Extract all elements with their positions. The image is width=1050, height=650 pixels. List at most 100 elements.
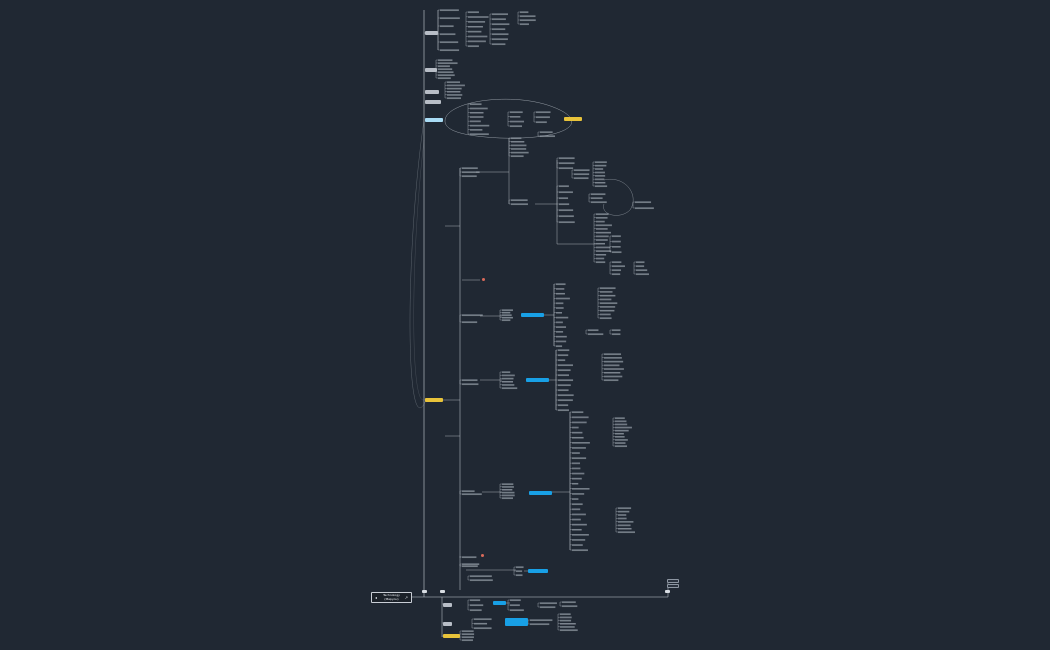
leaf-topic[interactable] xyxy=(502,387,518,389)
leaf-topic[interactable] xyxy=(462,563,480,565)
leaf-topic[interactable] xyxy=(511,151,529,153)
leaf-topic[interactable] xyxy=(615,417,625,419)
leaf-topic[interactable] xyxy=(635,207,654,209)
leaf-topic[interactable] xyxy=(618,521,634,523)
leaf-topic[interactable] xyxy=(596,213,609,215)
leaf-topic[interactable] xyxy=(559,167,574,169)
leaf-topic[interactable] xyxy=(558,354,569,356)
leaf-topic[interactable] xyxy=(636,265,645,267)
leaf-topic[interactable] xyxy=(510,111,523,113)
leaf-topic[interactable] xyxy=(572,452,580,454)
leaf-topic[interactable] xyxy=(591,201,607,203)
leaf-topic[interactable] xyxy=(468,35,488,37)
leaf-topic[interactable] xyxy=(574,169,590,171)
leaf-topic[interactable] xyxy=(596,261,606,263)
leaf-topic[interactable] xyxy=(558,379,574,381)
topic-yellow-1[interactable] xyxy=(564,117,582,121)
leaf-topic[interactable] xyxy=(595,161,607,163)
leaf-topic[interactable] xyxy=(438,65,450,67)
leaf-topic[interactable] xyxy=(618,507,632,509)
leaf-topic[interactable] xyxy=(470,129,483,131)
leaf-topic[interactable] xyxy=(438,59,453,61)
leaf-topic[interactable] xyxy=(556,326,567,328)
leaf-topic[interactable] xyxy=(556,292,565,295)
leaf-topic[interactable] xyxy=(502,377,514,379)
leaf-topic[interactable] xyxy=(559,162,575,164)
leaf-topic[interactable] xyxy=(572,488,590,490)
leaf-topic[interactable] xyxy=(511,144,527,146)
leaf-topic[interactable] xyxy=(462,493,482,495)
leaf-topic[interactable] xyxy=(462,556,477,558)
leaf-topic[interactable] xyxy=(596,228,608,230)
leaf-topic[interactable] xyxy=(572,513,586,515)
leaf-topic[interactable] xyxy=(612,269,622,271)
leaf-topic[interactable] xyxy=(596,257,605,259)
leaf-topic[interactable] xyxy=(595,181,606,184)
leaf-topic[interactable] xyxy=(572,493,585,495)
leaf-topic[interactable] xyxy=(556,302,564,304)
leaf-topic[interactable] xyxy=(572,477,582,479)
leaf-topic[interactable] xyxy=(612,235,621,237)
leaf-topic[interactable] xyxy=(520,19,536,21)
leaf-topic[interactable] xyxy=(600,313,611,315)
leaf-topic[interactable] xyxy=(540,135,556,137)
leaf-topic[interactable] xyxy=(556,340,567,342)
leaf-topic[interactable] xyxy=(615,426,632,428)
leaf-topic[interactable] xyxy=(615,420,627,422)
topic-blue-6[interactable] xyxy=(505,618,528,626)
leaf-topic[interactable] xyxy=(556,335,567,337)
leaf-topic[interactable] xyxy=(502,483,514,485)
leaf-topic[interactable] xyxy=(572,544,583,546)
leaf-topic[interactable] xyxy=(540,602,557,604)
leaf-topic[interactable] xyxy=(468,16,489,18)
leaf-topic[interactable] xyxy=(468,11,479,13)
leaf-topic[interactable] xyxy=(618,524,631,526)
topic-grey-3[interactable] xyxy=(425,90,439,94)
root-topic[interactable]: ◂ Technology (Mapyou) ↗ xyxy=(371,592,412,603)
leaf-topic[interactable] xyxy=(615,442,626,444)
leaf-topic[interactable] xyxy=(447,84,465,86)
leaf-topic[interactable] xyxy=(600,298,612,300)
leaf-topic[interactable] xyxy=(462,383,479,385)
leaf-topic[interactable] xyxy=(440,25,454,27)
leaf-topic[interactable] xyxy=(572,442,590,444)
leaf-topic[interactable] xyxy=(556,283,566,285)
leaf-topic[interactable] xyxy=(618,531,636,533)
leaf-topic[interactable] xyxy=(511,137,522,139)
leaf-topic[interactable] xyxy=(462,636,474,638)
leaf-topic[interactable] xyxy=(612,265,625,267)
leaf-topic[interactable] xyxy=(510,604,520,606)
leaf-topic[interactable] xyxy=(502,311,511,313)
leaf-topic[interactable] xyxy=(492,23,510,25)
leaf-topic[interactable] xyxy=(558,359,566,361)
leaf-topic[interactable] xyxy=(520,23,529,25)
leaf-topic[interactable] xyxy=(562,605,578,607)
leaf-topic[interactable] xyxy=(468,45,479,47)
leaf-topic[interactable] xyxy=(574,177,589,179)
leaf-topic[interactable] xyxy=(516,566,524,568)
leaf-topic[interactable] xyxy=(559,191,573,193)
leaf-topic[interactable] xyxy=(591,197,603,199)
leaf-topic[interactable] xyxy=(612,240,621,242)
leaf-topic[interactable] xyxy=(591,193,606,195)
leaf-topic[interactable] xyxy=(595,175,606,177)
leaf-topic[interactable] xyxy=(558,394,574,396)
leaf-topic[interactable] xyxy=(438,74,455,76)
leaf-topic[interactable] xyxy=(530,623,550,625)
topic-blue-5[interactable] xyxy=(493,601,506,605)
leaf-topic[interactable] xyxy=(447,87,462,89)
leaf-topic[interactable] xyxy=(572,518,581,520)
leaf-topic[interactable] xyxy=(502,494,515,496)
leaf-topic[interactable] xyxy=(520,15,536,17)
leaf-topic[interactable] xyxy=(540,606,556,608)
leaf-topic[interactable] xyxy=(510,125,523,127)
leaf-topic[interactable] xyxy=(636,273,649,275)
leaf-topic[interactable] xyxy=(559,215,574,217)
leaf-topic[interactable] xyxy=(511,141,525,143)
leaf-topic[interactable] xyxy=(510,609,524,611)
leaf-topic[interactable] xyxy=(474,622,488,624)
leaf-topic[interactable] xyxy=(572,462,581,464)
leaf-topic[interactable] xyxy=(600,294,616,296)
topic-blue-4[interactable] xyxy=(528,569,548,573)
